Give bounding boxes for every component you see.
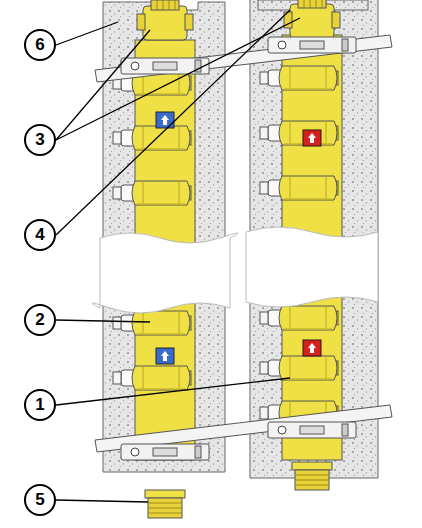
callout-number: 3 <box>25 125 55 155</box>
callout-number: 5 <box>25 485 55 515</box>
callout-number: 2 <box>25 305 55 335</box>
callout-number: 6 <box>25 30 55 60</box>
callout-number: 4 <box>25 220 55 250</box>
callout-number: 1 <box>25 390 55 420</box>
